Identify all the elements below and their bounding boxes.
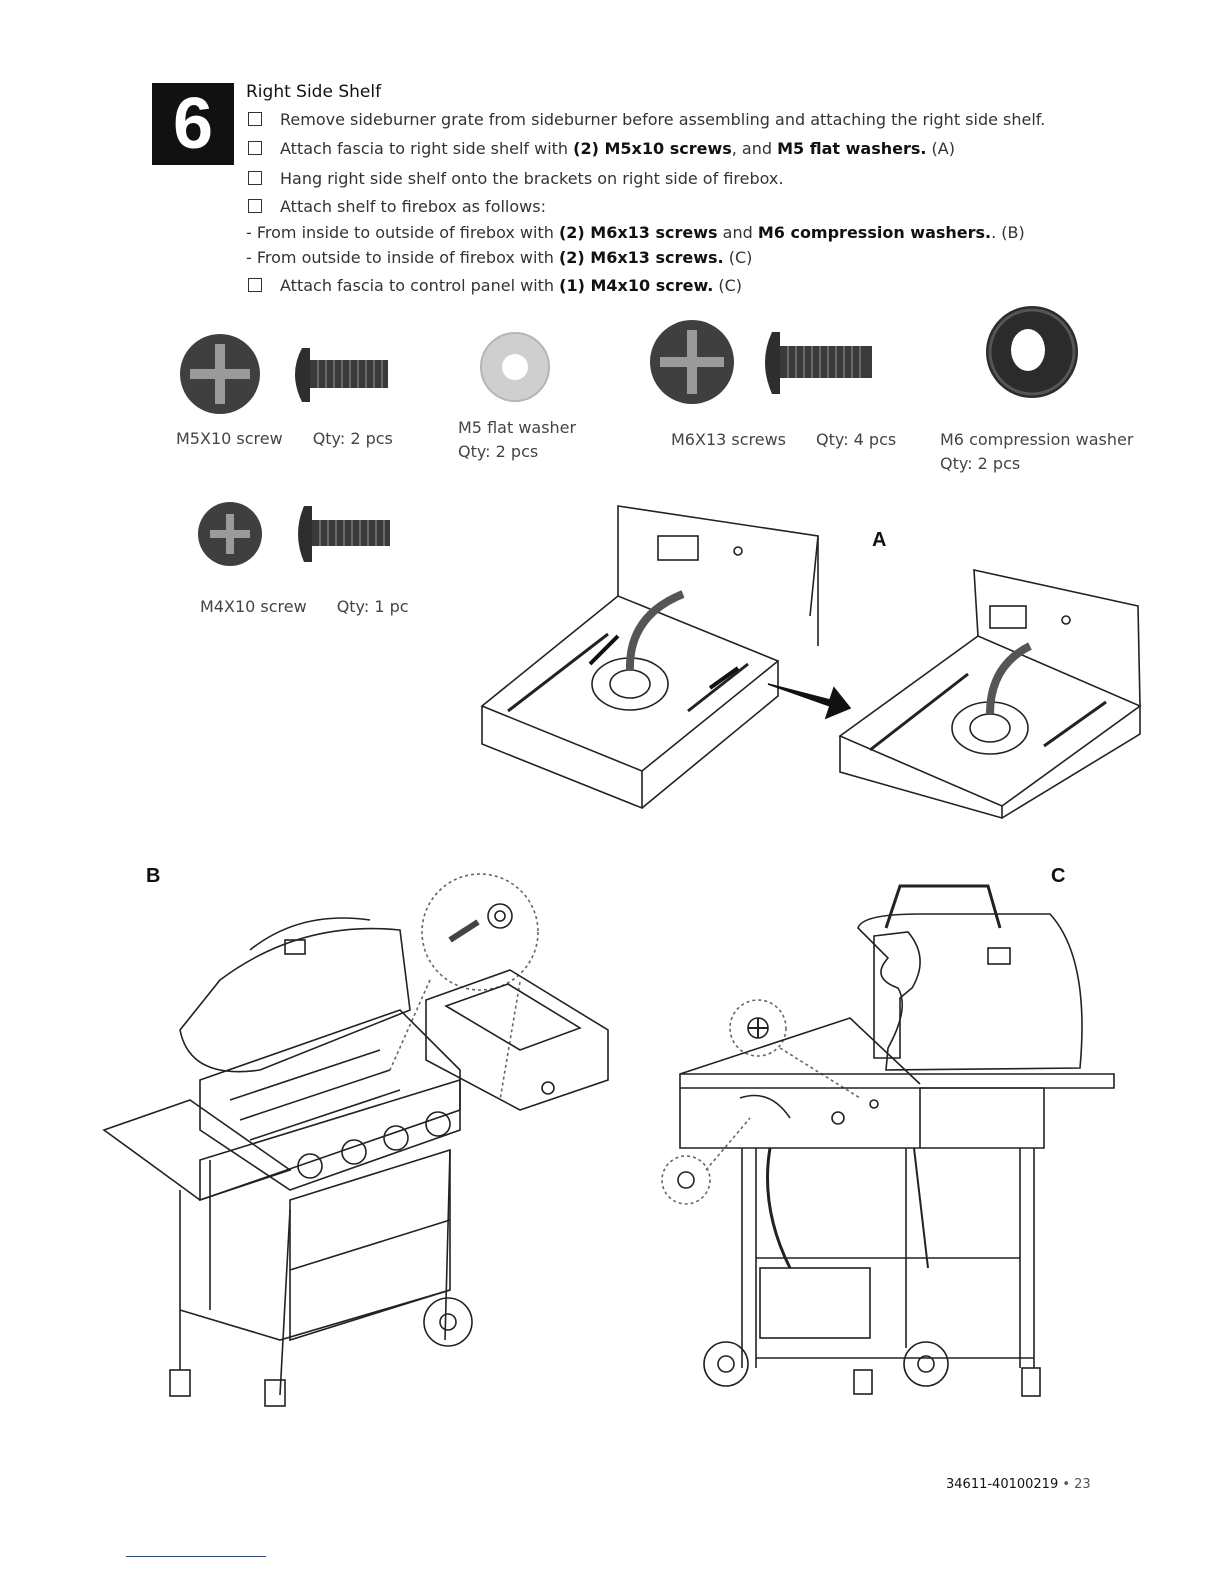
- instruction-1: Remove sideburner grate from sideburner …: [248, 110, 1045, 129]
- m6-compression-washer-illustration: [986, 306, 1078, 398]
- checkbox-icon[interactable]: [248, 171, 262, 185]
- instruction-text: (C): [723, 248, 753, 267]
- checkbox-icon[interactable]: [248, 112, 262, 126]
- checkbox-icon[interactable]: [248, 278, 262, 292]
- part-caption-m4x10: M4X10 screw Qty: 1 pc: [200, 597, 409, 616]
- instruction-text: and: [717, 223, 758, 242]
- instruction-text: (A): [926, 139, 955, 158]
- part-qty-m6-washer: Qty: 2 pcs: [940, 454, 1021, 473]
- figure-b-label: B: [146, 865, 161, 887]
- instruction-4: Attach shelf to firebox as follows:: [248, 197, 546, 216]
- checkbox-icon[interactable]: [248, 141, 262, 155]
- part-name: M5X10 screw: [176, 429, 283, 448]
- part-name-m6-washer: M6 compression washer: [940, 430, 1134, 449]
- figure-c-label: C: [1051, 865, 1066, 887]
- figure-a-label: A: [872, 529, 887, 551]
- page-number: 23: [1074, 1477, 1091, 1492]
- instruction-7: Attach fascia to control panel with (1) …: [248, 276, 742, 295]
- m4x10-screw-illustration: [198, 502, 390, 566]
- instruction-text: Remove sideburner grate from sideburner …: [280, 110, 1046, 129]
- part-caption-m5x10: M5X10 screw Qty: 2 pcs: [176, 429, 393, 448]
- figure-c-grill-illustration: [661, 884, 1115, 1397]
- instruction-text: (C): [713, 276, 743, 295]
- figure-a-shelf-assembly-illustration: [480, 505, 1142, 820]
- part-caption-m6x13: M6X13 screws Qty: 4 pcs: [671, 430, 896, 449]
- instruction-bold: (2) M5x10 screws: [573, 139, 732, 158]
- part-qty: Qty: 4 pcs: [816, 430, 897, 449]
- instruction-3: Hang right side shelf onto the brackets …: [248, 169, 783, 188]
- instruction-text: . (B): [991, 223, 1025, 242]
- instruction-2: Attach fascia to right side shelf with (…: [248, 139, 955, 158]
- instruction-bold: M6 compression washers.: [757, 223, 992, 242]
- instruction-text: Attach shelf to firebox as follows:: [280, 197, 546, 216]
- instruction-text: - From outside to inside of firebox with: [246, 248, 559, 267]
- checkbox-icon[interactable]: [248, 199, 262, 213]
- instruction-text: - From inside to outside of firebox with: [246, 223, 559, 242]
- m5x10-screw-illustration: [180, 334, 388, 414]
- instruction-text: Hang right side shelf onto the brackets …: [280, 169, 784, 188]
- page-footer: 34611-40100219 • 23: [946, 1477, 1091, 1492]
- instruction-text: Attach fascia to right side shelf with: [280, 139, 574, 158]
- instruction-bold: M5 flat washers.: [777, 139, 927, 158]
- instruction-bold: (2) M6x13 screws: [558, 223, 718, 242]
- part-qty-m5-washer: Qty: 2 pcs: [458, 442, 539, 461]
- footer-separator: •: [1058, 1477, 1075, 1492]
- section-title: Right Side Shelf: [246, 82, 382, 102]
- instruction-bold: (2) M6x13 screws.: [558, 248, 724, 267]
- part-qty: Qty: 1 pc: [336, 597, 409, 616]
- m6x13-screw-illustration: [650, 320, 872, 404]
- step-number-badge: 6: [152, 83, 234, 165]
- instruction-bold: (1) M4x10 screw.: [559, 276, 714, 295]
- part-name: M6X13 screws: [671, 430, 787, 449]
- instruction-text: Attach fascia to control panel with: [280, 276, 560, 295]
- footnote-rule: [126, 1556, 266, 1557]
- instruction-6: - From outside to inside of firebox with…: [246, 248, 752, 267]
- part-qty: Qty: 2 pcs: [312, 429, 393, 448]
- instruction-text: , and: [731, 139, 778, 158]
- figure-b-grill-illustration: [102, 873, 609, 1407]
- part-name: M4X10 screw: [200, 597, 307, 616]
- part-name-m5-washer: M5 flat washer: [458, 418, 577, 437]
- instruction-5: - From inside to outside of firebox with…: [246, 223, 1025, 242]
- m5-flat-washer-illustration: [480, 332, 550, 402]
- document-number: 34611-40100219: [946, 1477, 1059, 1492]
